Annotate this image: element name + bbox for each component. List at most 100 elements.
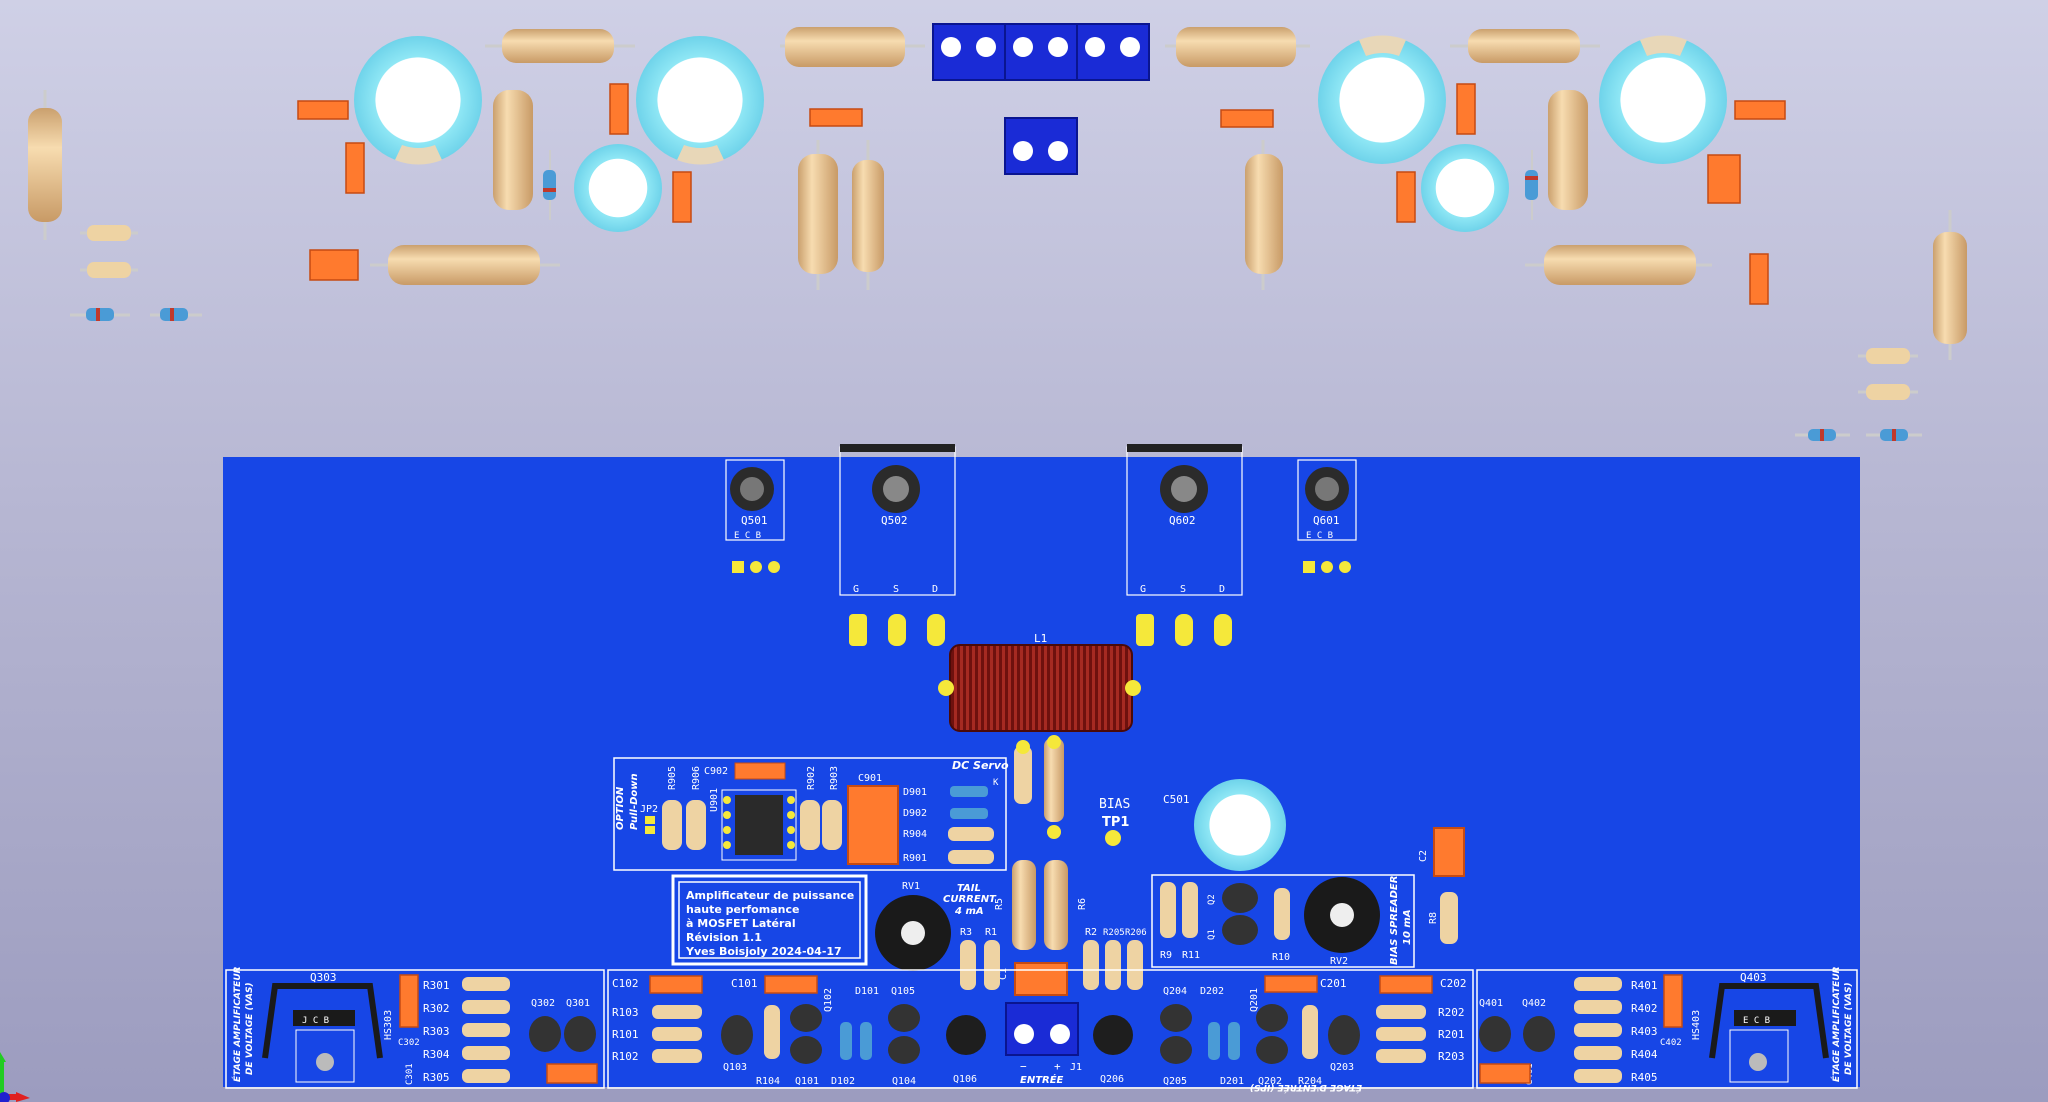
bias-spreader-section: R9 R11 Q2 Q1 R10 RV2 BIAS SPREADER 10 mA	[1151, 874, 1415, 968]
title-line-5: Yves Boisjoly 2024-04-17	[685, 945, 842, 958]
ref-q1: Q1	[1207, 929, 1217, 940]
ref-rv1: RV1	[902, 881, 920, 892]
ref-r401: R401	[1631, 979, 1658, 992]
electrolytic-capacitor	[636, 36, 764, 165]
ref-q602: Q602	[1169, 514, 1196, 527]
vas-right-title-1: ÉTAGE AMPLIFICATEUR	[1830, 966, 1842, 1082]
resistor	[852, 140, 884, 290]
ref-r302: R302	[423, 1002, 450, 1015]
diode	[150, 308, 202, 321]
ref-q105: Q105	[891, 986, 915, 997]
svg-text:E C B: E C B	[734, 531, 761, 541]
bias-label: BIAS	[1099, 797, 1130, 812]
ref-q403: Q403	[1740, 971, 1767, 984]
resistor	[80, 262, 138, 278]
ref-r201: R201	[1438, 1028, 1465, 1041]
ref-jp2: JP2	[640, 804, 658, 815]
ref-r303: R303	[423, 1025, 450, 1038]
ref-r902: R902	[806, 766, 817, 790]
svg-text:E C B: E C B	[1306, 531, 1333, 541]
ref-r6: R6	[1077, 898, 1088, 910]
input-stage-section: C102 C101 R103 R101 R102 Q103 R104 Q101 …	[607, 969, 1474, 1094]
ref-d901: D901	[903, 787, 927, 798]
ref-r10: R10	[1272, 952, 1290, 963]
j1-minus: −	[1020, 1060, 1027, 1073]
input-stage-title: ÉTAGE D'ENTRÉE (IPS)	[1250, 1082, 1362, 1094]
ref-r2: R2	[1085, 927, 1097, 938]
svg-text:D: D	[1219, 584, 1225, 595]
ref-hs303: HS303	[383, 1010, 394, 1040]
ref-q101: Q101	[795, 1076, 819, 1087]
ref-d902: D902	[903, 808, 927, 819]
resistor	[493, 90, 533, 210]
diode	[1795, 429, 1850, 441]
resistor	[780, 27, 925, 67]
ref-hs403: HS403	[1691, 1010, 1702, 1040]
ref-r305: R305	[423, 1071, 450, 1084]
ref-r8: R8	[1428, 912, 1439, 924]
svg-text:G: G	[853, 584, 859, 595]
ref-q204: Q204	[1163, 986, 1187, 997]
ref-r404: R404	[1631, 1048, 1658, 1061]
ref-q205: Q205	[1163, 1076, 1187, 1087]
ref-r104: R104	[756, 1076, 780, 1087]
ref-r103: R103	[612, 1006, 639, 1019]
smd-component	[297, 83, 1786, 305]
ref-u901: U901	[709, 788, 720, 812]
terminal-block	[932, 23, 1150, 81]
title-line-1: Amplificateur de puissance	[686, 889, 854, 902]
ref-l1: L1	[1034, 632, 1047, 645]
center-resistors: C1 R5 R6	[994, 735, 1088, 980]
ref-c1: C1	[998, 968, 1009, 980]
ref-r5: R5	[994, 898, 1005, 910]
resistor	[1525, 245, 1712, 285]
svg-text:G: G	[1140, 584, 1146, 595]
ref-c101: C101	[731, 977, 758, 990]
vas-right-pins: E C B	[1743, 1016, 1770, 1026]
svg-text:D: D	[932, 584, 938, 595]
ref-q303: Q303	[310, 971, 337, 984]
ref-q401: Q401	[1479, 998, 1503, 1009]
electrolytic-capacitor	[1421, 144, 1509, 232]
ref-q103: Q103	[723, 1062, 747, 1073]
ref-q402: Q402	[1522, 998, 1546, 1009]
electrolytic-capacitor	[1318, 35, 1446, 164]
ref-q302: Q302	[531, 998, 555, 1009]
ref-q106: Q106	[953, 1074, 977, 1085]
ref-d202: D202	[1200, 986, 1224, 997]
ref-q203: Q203	[1330, 1062, 1354, 1073]
inductor-l1: L1	[938, 632, 1141, 732]
resistor	[1165, 27, 1310, 67]
ref-r901: R901	[903, 853, 927, 864]
ref-r11: R11	[1182, 950, 1200, 961]
ref-c902: C902	[704, 766, 728, 777]
dc-servo-title: DC Servo	[952, 759, 1009, 772]
ref-c201: C201	[1320, 977, 1347, 990]
diode	[70, 308, 130, 321]
bias-test-point: BIAS TP1	[1099, 797, 1130, 846]
bias-spreader-label: BIAS SPREADER	[1389, 876, 1400, 965]
diode	[543, 150, 556, 220]
svg-text:S: S	[1180, 584, 1186, 595]
electrolytic-capacitor	[574, 144, 662, 232]
ref-q301: Q301	[566, 998, 590, 1009]
ref-r304: R304	[423, 1048, 450, 1061]
vas-left-pins: J C B	[302, 1016, 329, 1026]
ref-r202: R202	[1438, 1006, 1465, 1019]
bias-spreader-current: 10 mA	[1402, 909, 1413, 945]
ref-c301: C301	[405, 1063, 415, 1085]
mosfet-q602: Q602 G S D	[1126, 444, 1243, 646]
electrolytic-capacitor	[1599, 35, 1727, 164]
ref-q104: Q104	[892, 1076, 916, 1087]
resistor	[370, 245, 560, 285]
ref-r3: R3	[960, 927, 972, 938]
ref-c202: C202	[1440, 977, 1467, 990]
resistor	[1858, 348, 1918, 364]
ref-q502: Q502	[881, 514, 908, 527]
ref-r905: R905	[667, 766, 678, 790]
vas-left-title-2: DE VOLTAGE (VAS)	[245, 982, 255, 1075]
input-connector-j1[interactable]: − + J1 ENTRÉE	[1005, 1002, 1082, 1086]
ref-r9: R9	[1160, 950, 1172, 961]
resistor	[1245, 140, 1283, 290]
